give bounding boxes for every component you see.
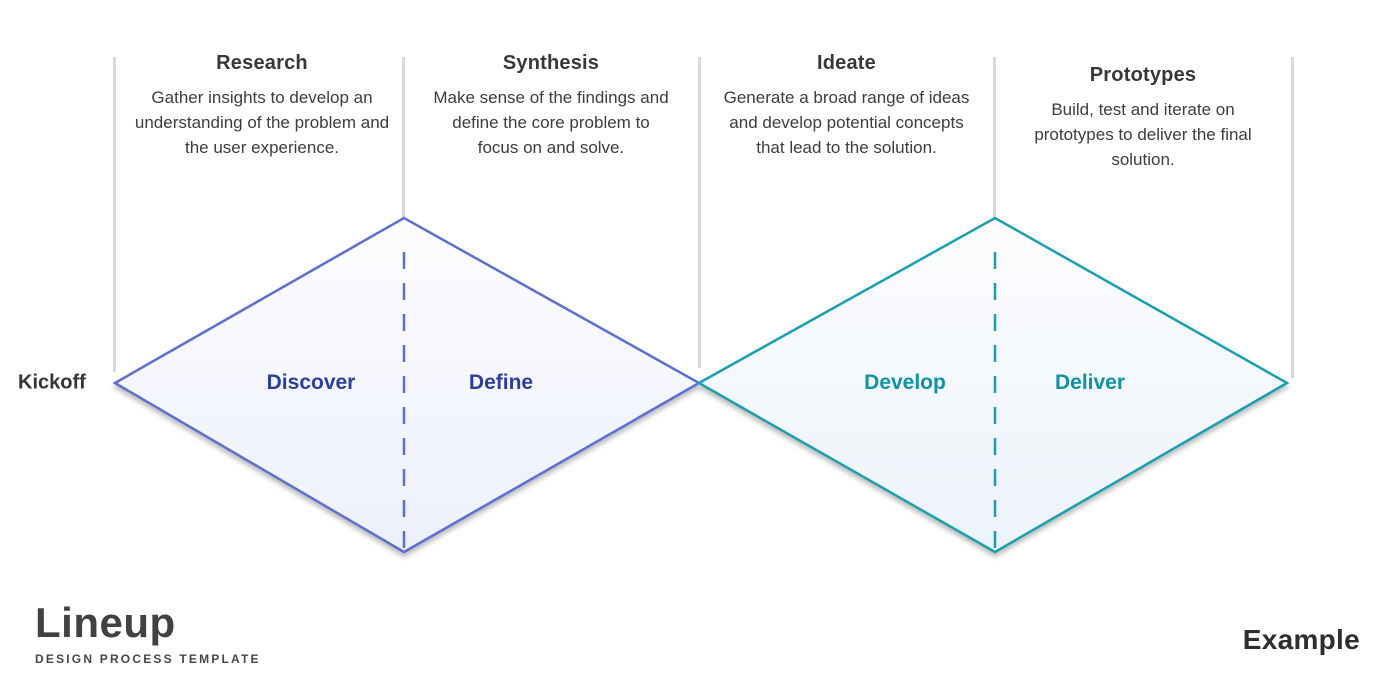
logo-tagline: Design Process Template (35, 652, 261, 666)
column-body: Make sense of the findings and define th… (433, 88, 669, 157)
column-note-research: Research Gather insights to develop an u… (122, 52, 402, 160)
column-note-synthesis: Synthesis Make sense of the findings and… (408, 52, 694, 160)
column-heading: Research (216, 52, 308, 74)
guide-line-5 (1291, 57, 1294, 378)
diamond-develop-deliver (696, 216, 1290, 554)
guide-line-4 (993, 57, 996, 218)
footer-right-text: Example (1242, 624, 1360, 655)
guide-line-3 (698, 57, 701, 368)
phase-label-deliver: Deliver (1054, 371, 1126, 394)
guide-line-2 (402, 57, 405, 218)
column-heading: Ideate (816, 52, 876, 74)
phase-label-define: Define (468, 371, 534, 394)
column-note-ideate: Ideate Generate a broad range of ideas a… (704, 52, 989, 160)
kickoff-label: Kickoff (18, 371, 86, 394)
logo-block: Lineup Design Process Template (35, 599, 261, 667)
column-heading: Synthesis (502, 52, 600, 74)
column-body: Gather insights to develop an understand… (134, 88, 390, 157)
logo-text: Lineup (35, 599, 176, 646)
column-body: Build, test and iterate on prototypes to… (1034, 100, 1252, 169)
phase-label-discover: Discover (266, 371, 356, 394)
guide-line-1 (113, 57, 116, 372)
column-heading: Prototypes (1089, 64, 1197, 86)
diamond-discover-define (112, 216, 702, 554)
column-body: Generate a broad range of ideas and deve… (723, 88, 970, 157)
column-note-prototypes: Prototypes Build, test and iterate on pr… (999, 52, 1287, 172)
phase-label-develop: Develop (864, 371, 946, 394)
